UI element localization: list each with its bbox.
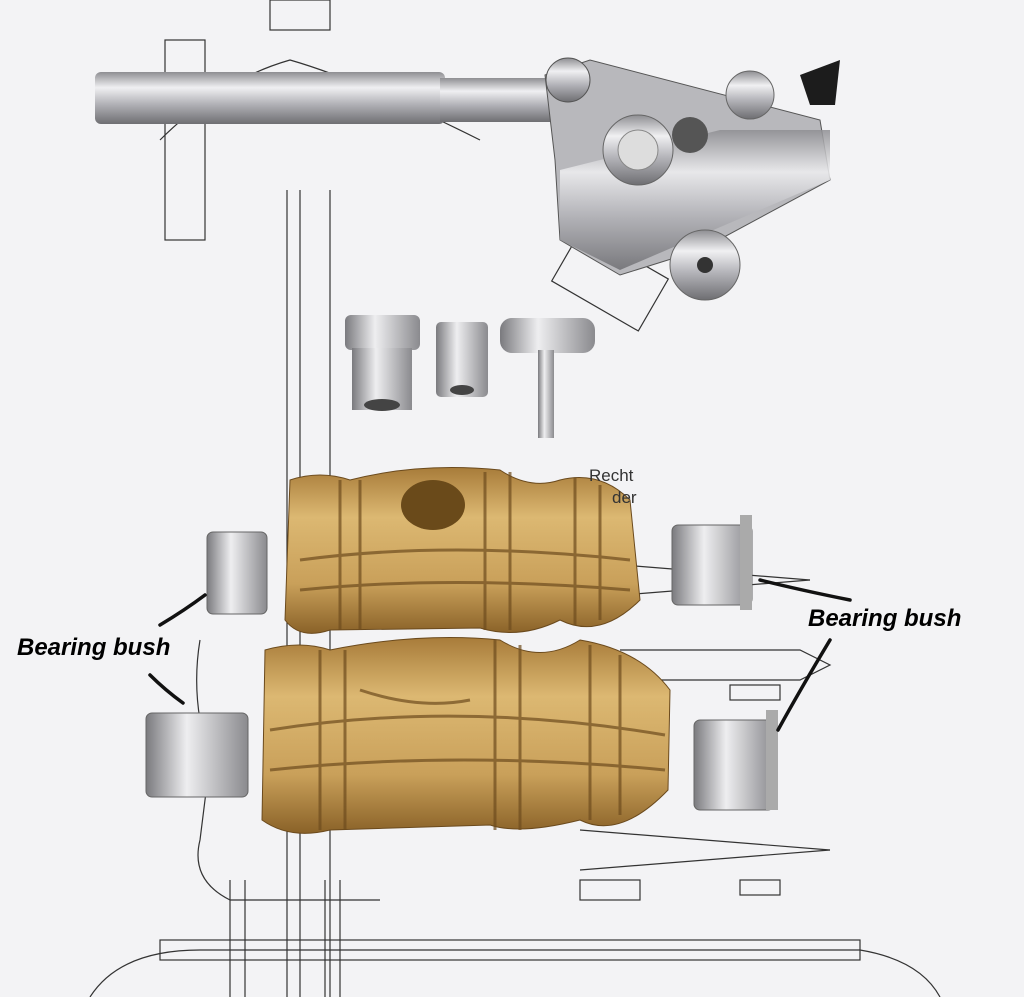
drawing-text-line1: Recht <box>589 466 634 485</box>
bearing-bushes <box>145 515 778 811</box>
drawing-text-line2: der <box>612 488 637 507</box>
annotation-arrows <box>148 578 852 732</box>
wooden-part-top <box>284 467 641 634</box>
steel-rod <box>95 72 560 124</box>
small-parts <box>345 315 595 438</box>
tool-holder <box>544 57 840 301</box>
bearing-bush-label-right: Bearing bush <box>808 605 962 632</box>
bearing-bush-label-left: Bearing bush <box>17 634 171 661</box>
wooden-part-bottom <box>261 637 671 834</box>
